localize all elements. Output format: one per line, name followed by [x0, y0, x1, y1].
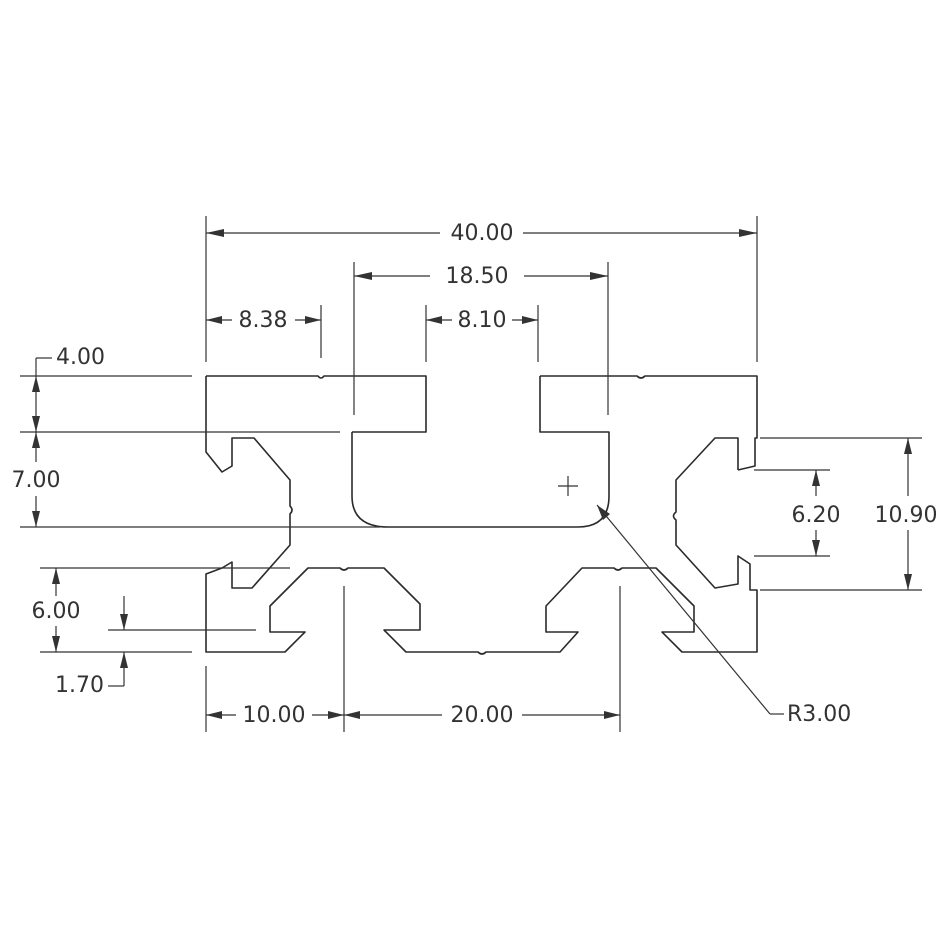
- label-top-wall: 4.00: [56, 345, 105, 370]
- dim-right-verticals: 6.20 10.90: [754, 437, 938, 591]
- left-side-wall: [205, 376, 758, 655]
- label-lower-slot-depth: 6.00: [32, 599, 81, 624]
- dim-bottom-pitch: 10.00 20.00: [205, 586, 621, 732]
- label-side-slot-opening: 6.20: [792, 503, 841, 528]
- label-overall-width: 40.00: [451, 221, 514, 246]
- label-edge-to-center: 10.00: [243, 703, 306, 728]
- label-fillet-radius: R3.00: [787, 702, 851, 727]
- dim-left-lower: 6.00 1.70: [32, 567, 290, 698]
- dim-edge-to-slot: 8.38: [206, 305, 322, 358]
- top-left-flange: [206, 375, 427, 433]
- label-edge-to-slot: 8.38: [239, 308, 288, 333]
- dim-slot-span: 18.50: [353, 262, 609, 415]
- label-slot-opening: 8.10: [458, 308, 507, 333]
- dim-left-verticals: 4.00 7.00: [12, 345, 380, 528]
- dim-overall-width: 40.00: [205, 216, 758, 362]
- label-lower-lip: 1.70: [55, 673, 104, 698]
- label-slot-depth: 7.00: [12, 468, 61, 493]
- top-right-slot-wall: [351, 376, 610, 528]
- label-center-pitch: 20.00: [451, 703, 514, 728]
- top-right-flange: [540, 375, 758, 471]
- label-side-slot-height: 10.90: [875, 503, 938, 528]
- label-slot-span: 18.50: [446, 264, 509, 289]
- dim-fillet-radius: R3.00: [596, 504, 851, 727]
- extrusion-profile: [205, 375, 758, 655]
- fillet-center-mark: [558, 476, 578, 496]
- dim-slot-opening: 8.10: [425, 305, 539, 362]
